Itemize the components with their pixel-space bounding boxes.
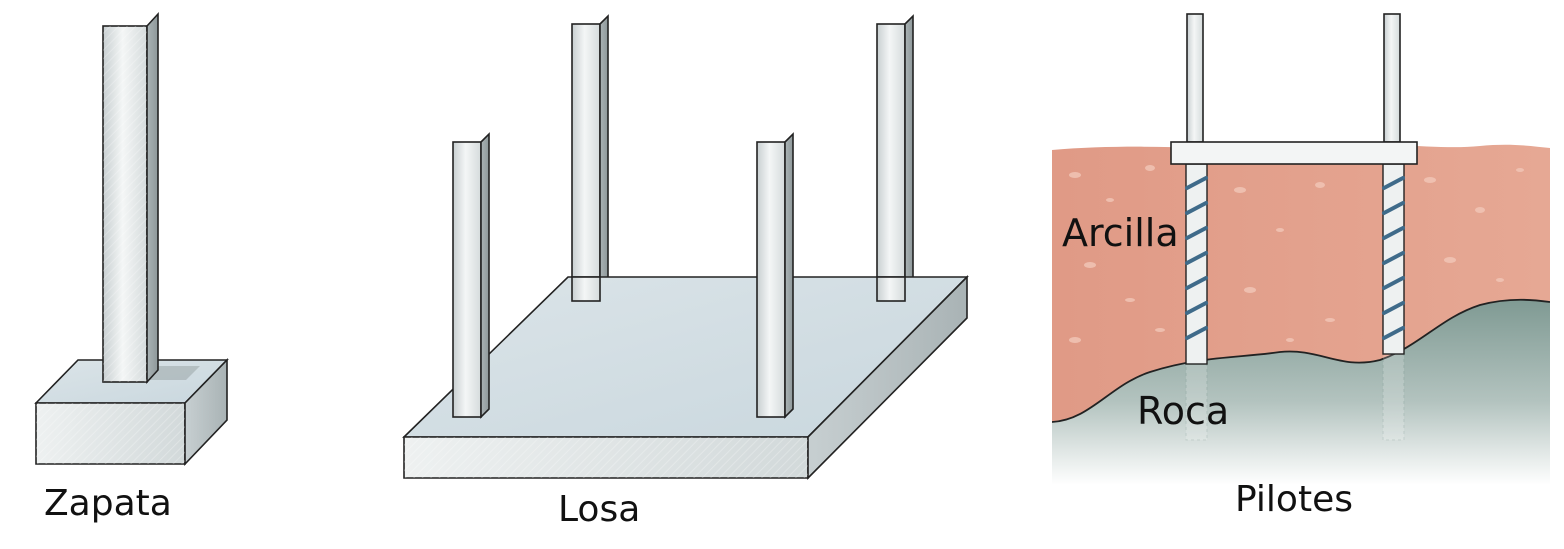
losa-column-back-right bbox=[876, 14, 914, 303]
zapata-column bbox=[102, 11, 159, 385]
pilotes-caption: Pilotes bbox=[1235, 479, 1353, 520]
losa-column-back-left bbox=[571, 14, 609, 303]
losa-column-front-left bbox=[452, 132, 490, 419]
pilotes-column-right bbox=[1383, 13, 1401, 143]
pile-right bbox=[1382, 163, 1405, 355]
losa-caption: Losa bbox=[558, 489, 641, 530]
zapata-figure bbox=[34, 11, 229, 466]
rock-layer-label: Roca bbox=[1137, 389, 1230, 433]
zapata-caption: Zapata bbox=[44, 483, 172, 524]
losa-figure bbox=[402, 14, 969, 480]
clay-layer-label: Arcilla bbox=[1062, 211, 1179, 255]
losa-column-front-right bbox=[756, 132, 794, 419]
pilotes-column-left bbox=[1186, 13, 1204, 143]
rock-layer bbox=[1052, 299, 1550, 485]
pile-cap bbox=[1170, 141, 1418, 165]
pilotes-figure bbox=[1052, 13, 1550, 485]
pile-left bbox=[1185, 163, 1208, 365]
